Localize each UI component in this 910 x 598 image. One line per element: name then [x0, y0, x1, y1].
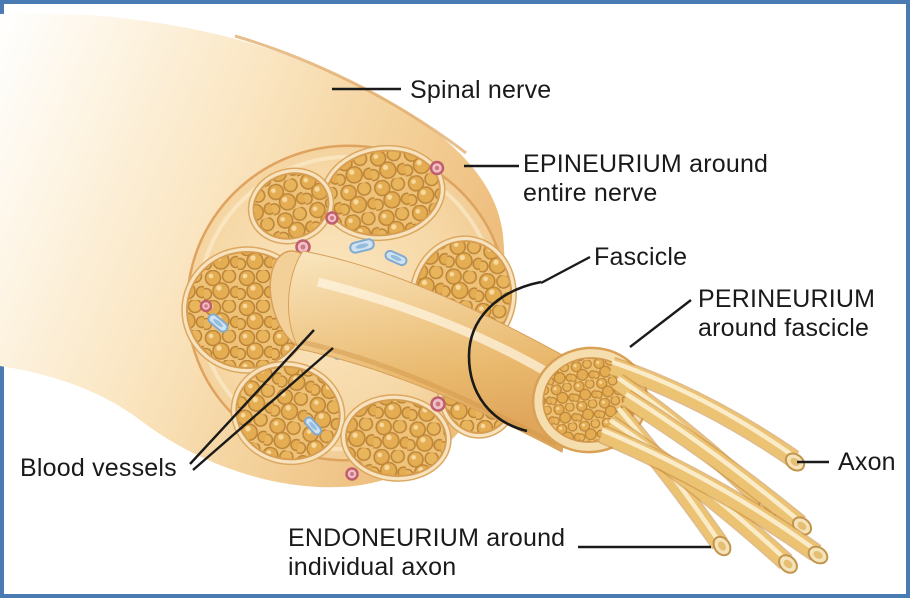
- epineurium-label-line1: EPINEURIUM around: [523, 150, 769, 178]
- fascicle-label-text: Fascicle: [594, 243, 688, 271]
- blood-vessel-red: [345, 467, 359, 481]
- tube-shadow: [301, 339, 558, 447]
- fascicle-label: Fascicle: [594, 243, 687, 272]
- perineurium-label-line2: around fascicle: [698, 314, 870, 342]
- fascicle-bundle: [320, 144, 446, 242]
- leader-line-perineurium: [629, 299, 692, 348]
- endoneurium-label-line1: ENDONEURIUM around: [288, 524, 566, 552]
- spinal-nerve-label: Spinal nerve: [410, 76, 551, 105]
- tube-highlight: [316, 277, 563, 384]
- axon-fiber: [598, 425, 829, 565]
- blood-vessels-label-text: Blood vessels: [20, 454, 177, 482]
- blood-vessel-blue: [384, 249, 408, 267]
- blood-vessel-red: [430, 396, 446, 412]
- axon-fibers: [598, 357, 829, 574]
- perineurium-label-line1: PERINEURIUM: [698, 285, 876, 313]
- epineurium-label: EPINEURIUM around entire nerve: [523, 150, 768, 208]
- fascicle-bracket: [467, 280, 542, 433]
- leader-lines: [189, 87, 829, 549]
- blood-vessel-blue: [207, 313, 229, 333]
- epineurium-label-line2: entire nerve: [523, 179, 658, 207]
- endoneurium-label-line2: individual axon: [288, 553, 457, 581]
- axon-fiber: [620, 389, 813, 536]
- axon-fiber: [608, 357, 806, 472]
- axon-label: Axon: [838, 448, 896, 477]
- axon-label-text: Axon: [838, 448, 896, 476]
- spinal-nerve-label-text: Spinal nerve: [410, 76, 552, 104]
- blood-vessel-red: [199, 299, 213, 313]
- fascicle-bundle: [340, 394, 452, 482]
- endoneurium-label: ENDONEURIUM around individual axon: [288, 524, 565, 582]
- leader-line-fascicle: [540, 255, 591, 285]
- fascicle-bundle: [247, 167, 335, 245]
- blood-vessel-blue: [349, 238, 375, 254]
- leader-line-blood-vessel-1: [189, 329, 315, 465]
- blood-vessels-label: Blood vessels: [20, 454, 177, 483]
- perineurium-label: PERINEURIUM around fascicle: [698, 285, 875, 343]
- leader-line-blood-vessel-2: [192, 347, 334, 471]
- blood-vessel-red: [325, 211, 339, 225]
- blood-vessel-blue: [303, 416, 323, 436]
- fascicle-tube: [269, 250, 576, 453]
- blood-vessel-red: [429, 160, 445, 176]
